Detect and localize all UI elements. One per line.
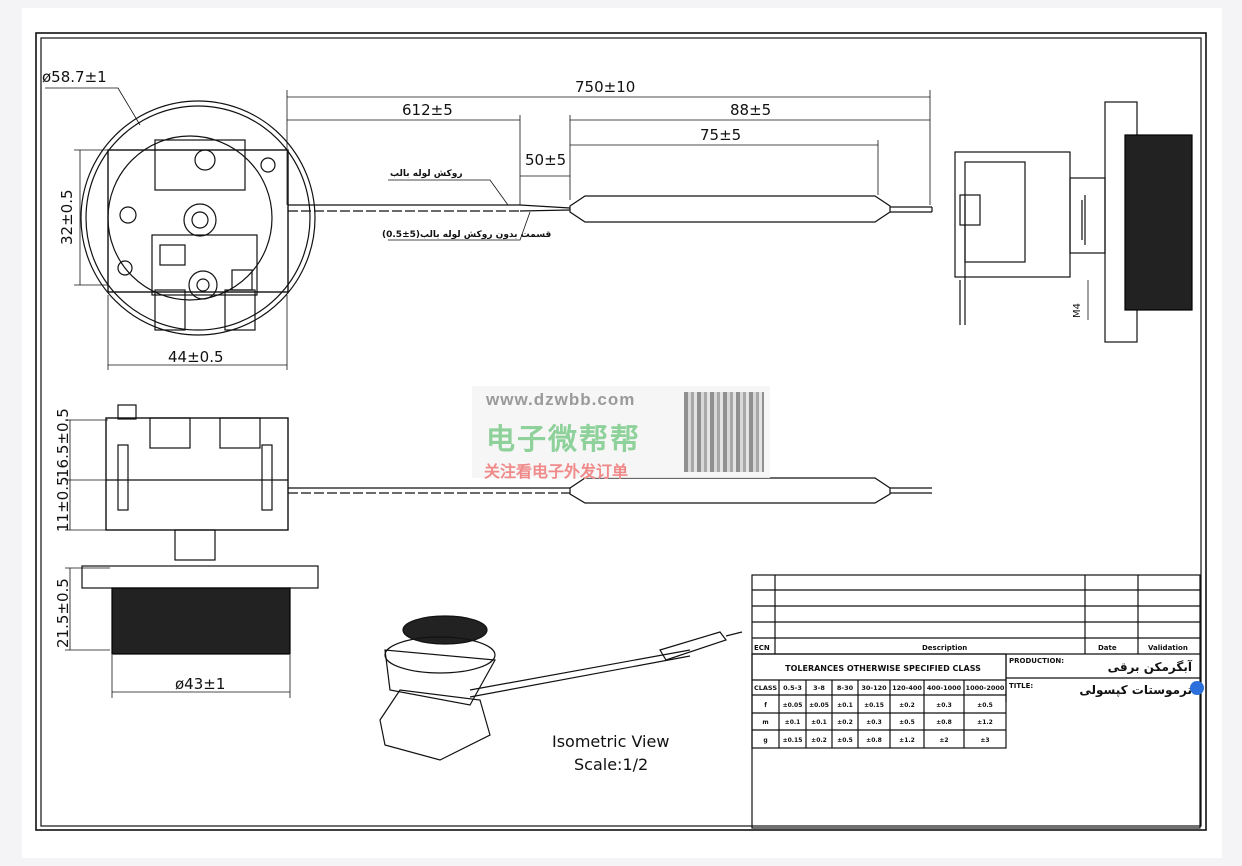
annotation-unbraided-part: قسمت بدون روکش لوله بالب(5±0.5) [382, 230, 551, 240]
production-value: آبگرمکن برقی [1108, 659, 1193, 674]
production-label: PRODUCTION: [1009, 657, 1064, 665]
tolerance-cell: ±1.2 [977, 719, 993, 726]
dim-knob-height: 21.5±0.5 [54, 578, 72, 648]
tolerance-cell: ±0.5 [837, 737, 853, 744]
dim-outer-diameter: ø58.7±1 [42, 68, 107, 86]
description-label: Description [922, 644, 967, 652]
title-label: TITLE: [1009, 682, 1033, 690]
tolerance-cell: ±0.2 [837, 719, 853, 726]
watermark-url: www.dzwbb.com [486, 390, 636, 409]
qr-code-icon [684, 392, 764, 472]
tolerance-cell: ±0.2 [899, 702, 915, 709]
tolerance-header-cell: 8-30 [837, 684, 854, 692]
tolerance-cell: ±0.2 [811, 737, 827, 744]
tolerance-header-cell: 3-8 [813, 684, 825, 692]
tolerance-cell: ±0.5 [977, 702, 993, 709]
front-view [81, 404, 932, 655]
tolerance-header-cell: 0.5-3 [783, 684, 802, 692]
dim-gap: 50±5 [525, 151, 566, 169]
dim-knob-diameter: ø43±1 [175, 675, 225, 693]
tolerance-cell: ±0.15 [783, 737, 803, 744]
tolerance-cell: ±1.2 [899, 737, 915, 744]
validation-label: Validation [1148, 644, 1188, 652]
tolerance-cell: ±0.05 [809, 702, 829, 709]
title-block [751, 574, 1201, 829]
tolerance-cell: ±0.1 [811, 719, 827, 726]
tolerance-cell: ±0.15 [864, 702, 884, 709]
date-label: Date [1098, 644, 1117, 652]
watermark-name: 电子微帮帮 [486, 424, 642, 456]
ecn-label: ECN [754, 644, 770, 652]
tolerance-header-cell: 120-400 [892, 684, 922, 692]
dim-cable-length: 612±5 [402, 101, 453, 119]
dim-height-16: 16.5±0.5 [54, 408, 72, 478]
tolerance-cell: g [763, 737, 767, 744]
dim-bulb-length: 75±5 [700, 126, 741, 144]
title-value: ترموستات کپسولی [1079, 683, 1192, 698]
tolerance-cell: ±0.3 [866, 719, 882, 726]
tolerance-table: CLASS 0.5-3 3-8 8-30 30-120 120-400 400-1000 10… [754, 684, 1005, 744]
tolerance-cell: ±0.1 [837, 702, 853, 709]
tolerance-cell: f [764, 702, 767, 709]
side-view-right [954, 101, 1193, 343]
dim-height-32: 32±0.5 [58, 189, 76, 245]
tolerance-cell: ±0.8 [866, 737, 882, 744]
tolerance-header-cell: CLASS [754, 684, 777, 692]
tolerance-heading: TOLERANCES OTHERWISE SPECIFIED CLASS [785, 664, 981, 673]
tolerance-cell: ±2 [939, 737, 948, 744]
isometric-title: Isometric View [552, 732, 669, 751]
annotation-braided-tube: روکش لوله بالب [390, 169, 463, 179]
isometric-view [379, 615, 743, 761]
dim-thread: M4 [1072, 303, 1083, 318]
tolerance-cell: m [762, 719, 768, 726]
tolerance-cell: ±0.5 [899, 719, 915, 726]
isometric-scale: Scale:1/2 [574, 755, 648, 774]
tolerance-cell: ±0.8 [936, 719, 952, 726]
dim-height-11: 11±0.5 [54, 476, 72, 532]
tolerance-header-cell: 400-1000 [927, 684, 962, 692]
dim-bulb-section: 88±5 [730, 101, 771, 119]
dim-width-44: 44±0.5 [168, 348, 224, 366]
tolerance-cell: ±0.1 [785, 719, 801, 726]
tolerance-header-cell: 1000-2000 [966, 684, 1005, 692]
tolerance-cell: ±0.05 [783, 702, 803, 709]
watermark: www.dzwbb.com 电子微帮帮 关注看电子外发订单 [472, 386, 770, 481]
tolerance-header-cell: 30-120 [861, 684, 887, 692]
drawing-frame [35, 32, 1207, 831]
tolerance-cell: ±3 [980, 737, 989, 744]
top-view [80, 100, 933, 336]
tolerance-cell: ±0.3 [936, 702, 952, 709]
dim-total-length: 750±10 [575, 78, 635, 96]
watermark-slogan: 关注看电子外发订单 [484, 464, 629, 481]
